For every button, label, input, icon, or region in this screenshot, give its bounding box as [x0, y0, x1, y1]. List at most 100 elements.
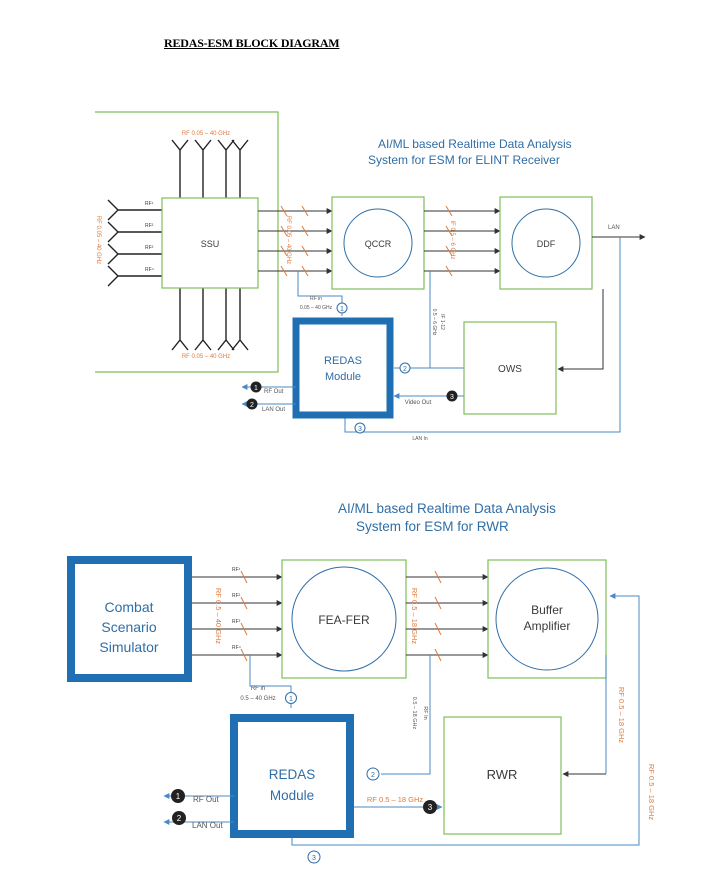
redas-module-1 [292, 317, 394, 419]
ssu-rf-input-3: RF³ [145, 245, 154, 251]
ddf-label: DDF [537, 239, 556, 249]
right-band-1: RF 0.5 – 18 GHz [617, 687, 626, 744]
marker-to-ows-text: 2 [403, 366, 407, 373]
marker-lan-in [354, 422, 366, 434]
elint-heading-line2: System for ESM for ELINT Receiver [368, 153, 560, 167]
rwr-rf-in-label: RF in [251, 686, 265, 692]
ssu-rf-input-1: RF¹ [145, 201, 154, 207]
left-antennas [107, 199, 162, 287]
marker-rf-in [336, 302, 348, 314]
marker-to-ows [399, 362, 411, 374]
rwr-marker-lan-out-text: 2 [177, 814, 182, 823]
rwr-marker-to-rwr-text: 2 [371, 772, 375, 779]
diagram-rwr: AI/ML based Realtime Data Analysis Syste… [67, 501, 656, 864]
rwr-label: RWR [487, 767, 518, 782]
rwr-marker-bottom-text: 3 [312, 855, 316, 862]
redas-module-2-line1: REDAS [269, 767, 316, 782]
fea-fer-circle [291, 566, 397, 672]
marker-lan-out [246, 398, 258, 410]
rwr-marker-to-rwr [366, 767, 380, 781]
document-title: REDAS-ESM BLOCK DIAGRAM [164, 36, 340, 50]
rwr-rf-out-label: RF Out [193, 795, 220, 804]
fea-buffer-band: RF 0.5 – 18 GHz [410, 588, 419, 645]
rf-bottom-label: RF 0.05 – 40 GHz [182, 354, 230, 360]
ssu-qccr-band: RF 0.05 – 40 GHz [285, 216, 291, 264]
lan-out-label: LAN Out [262, 407, 285, 413]
redas-module-1-line1: REDAS [324, 355, 362, 367]
css-rf-input-4: RF⁴ [232, 645, 241, 651]
buffer-line2: Amplifier [524, 619, 571, 633]
combat-scenario-simulator [67, 556, 192, 682]
rwr-marker-rwr-in-text: 3 [428, 803, 433, 812]
fea-down-line [381, 655, 431, 775]
redas-module-2-line2: Module [270, 788, 314, 803]
ssu-enclosure [95, 111, 279, 373]
redas-module-1-line2: Module [325, 371, 361, 383]
ows-block [463, 321, 557, 415]
fea-fer-label: FEA-FER [318, 613, 370, 627]
rf-in-range: 0.05 – 40 GHz [300, 305, 333, 311]
buffer-amplifier-circle [495, 567, 599, 671]
elint-heading-line1: AI/ML based Realtime Data Analysis [378, 137, 572, 151]
css-line3: Simulator [99, 639, 158, 655]
rf-out-label: RF Out [264, 389, 284, 395]
qccr-label: QCCR [365, 239, 392, 249]
css-line2: Scenario [101, 619, 156, 635]
qccr-ddf-links [424, 208, 501, 274]
ssu-rf-input-4: RF⁴ [145, 267, 154, 273]
rwr-marker-lan-out [172, 811, 186, 825]
top-antennas [171, 139, 249, 198]
rwr-lan-out-label: LAN Out [192, 821, 223, 830]
ssu-rf-input-2: RF² [145, 223, 154, 229]
rwr-marker-rf-out [171, 789, 185, 803]
video-out-label: Video Out [405, 400, 432, 406]
lan-in-line [344, 237, 621, 433]
diagram-elint: AI/ML based Realtime Data Analysis Syste… [95, 111, 646, 442]
marker-rf-in-text: 1 [340, 306, 344, 313]
marker-video-out [446, 390, 458, 402]
css-rf-input-1: RF¹ [232, 567, 241, 573]
css-fea-links [192, 574, 283, 658]
marker-video-out-text: 3 [450, 394, 454, 401]
ddf-ows-link [557, 289, 604, 372]
if-down-range: 0.5 – 6 GHz [431, 309, 437, 336]
marker-lan-out-text: 2 [250, 402, 254, 409]
rwr-marker-rf-out-text: 1 [176, 792, 181, 801]
marker-rf-out [250, 381, 262, 393]
css-rf-input-2: RF² [232, 593, 241, 599]
rwr-block [443, 716, 562, 835]
lan-label: LAN [608, 225, 620, 231]
rwr-down-label: RF In [422, 706, 428, 719]
qccr-circle [343, 208, 413, 278]
css-fea-band: RF 0.5 – 40 GHz [214, 588, 223, 645]
buffer-line1: Buffer [531, 603, 563, 617]
ddf-circle [511, 208, 581, 278]
fea-buffer-links [406, 574, 489, 658]
rwr-marker-bottom [307, 850, 321, 864]
ssu-label: SSU [201, 239, 220, 249]
rwr-marker-rwr-in [423, 800, 437, 814]
rf-left-label: RF 0.05 – 40 GHz [95, 216, 101, 264]
if-down-label: IF 1-12 [439, 314, 445, 330]
rwr-marker-rf-in [285, 692, 297, 704]
right-band-2: RF 0.5 – 18 GHz [647, 764, 656, 821]
rwr-heading-line1: AI/ML based Realtime Data Analysis [338, 501, 556, 516]
css-rf-input-3: RF³ [232, 619, 241, 625]
qccr-ddf-band: IF 0.5 – 6 GHz [449, 220, 455, 259]
rf-in-label: RF in [310, 296, 322, 302]
marker-lan-in-text: 3 [358, 426, 362, 433]
rf-top-label: RF 0.05 – 40 GHz [182, 131, 230, 137]
rwr-heading-line2: System for ESM for RWR [356, 519, 509, 534]
rwr-marker-rf-in-text: 1 [289, 696, 293, 703]
lan-in-label: LAN In [412, 436, 428, 442]
css-line1: Combat [104, 599, 153, 615]
ssu-block [161, 197, 259, 289]
ssu-qccr-links [258, 208, 333, 274]
ows-label: OWS [498, 364, 522, 375]
module-rwr-label: RF 0.5 – 18 GHz [367, 795, 424, 804]
rwr-rf-in-range: 0.5 – 40 GHz [240, 696, 275, 702]
marker-rf-out-text: 1 [254, 385, 258, 392]
rwr-down-range: 0.5 – 18 GHz [411, 697, 417, 730]
bottom-antennas [171, 288, 249, 351]
